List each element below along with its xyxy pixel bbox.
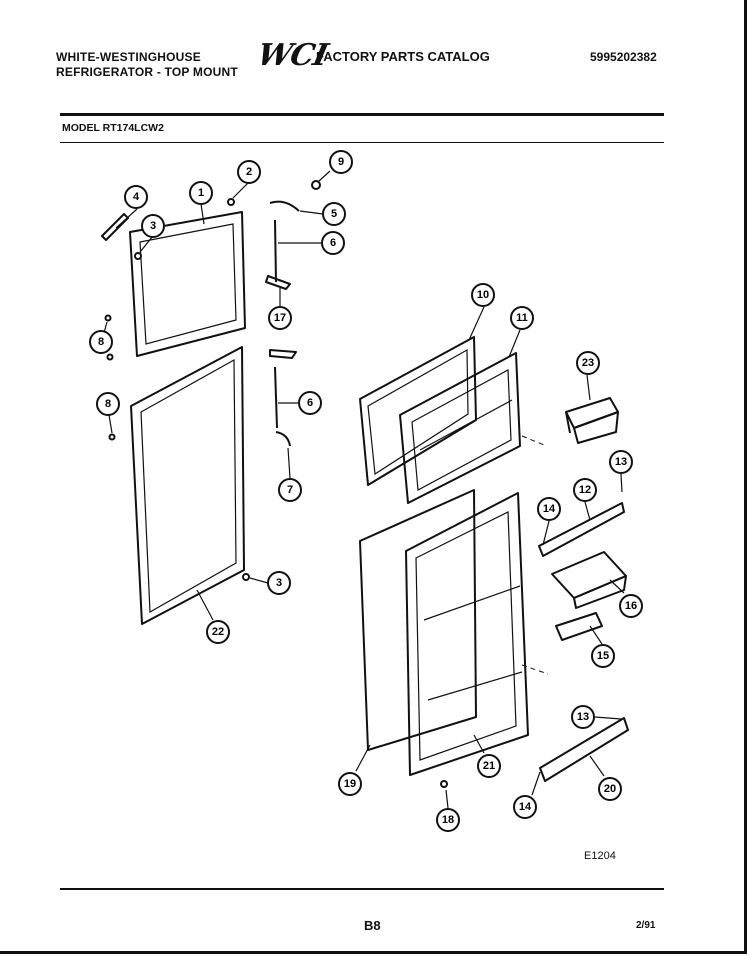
callout-13: 13: [609, 450, 633, 474]
svg-text:13: 13: [577, 711, 589, 723]
callout-6: 6: [321, 231, 345, 255]
fresh-food-gasket-part: [130, 346, 245, 625]
model-line: MODEL RT174LCW2: [62, 122, 164, 134]
callout-18: 18: [436, 808, 460, 832]
callout-14: 14: [537, 497, 561, 521]
callout-8: 8: [96, 392, 120, 416]
hinge-parts: [265, 200, 300, 447]
callout-13: 13: [571, 705, 595, 729]
brand-line: WHITE-WESTINGHOUSE: [56, 50, 201, 64]
callout-9: 9: [329, 150, 353, 174]
handle-trim-part: [101, 213, 129, 241]
svg-text:3: 3: [150, 220, 156, 232]
callout-1: 1: [189, 181, 213, 205]
svg-text:10: 10: [477, 289, 489, 301]
svg-text:19: 19: [344, 778, 356, 790]
callout-19: 19: [338, 772, 362, 796]
catalog-title: FACTORY PARTS CATALOG: [316, 49, 490, 64]
callout-3: 3: [141, 214, 165, 238]
svg-text:18: 18: [442, 814, 454, 826]
doc-number: 5995202382: [590, 50, 657, 64]
callout-11: 11: [510, 306, 534, 330]
header-product-info: WHITE-WESTINGHOUSE REFRIGERATOR - TOP MO…: [56, 50, 238, 80]
callout-14: 14: [513, 795, 537, 819]
svg-text:21: 21: [483, 760, 495, 772]
freezer-outer-panel-part: [359, 336, 477, 486]
svg-text:17: 17: [274, 312, 286, 324]
svg-text:14: 14: [519, 801, 532, 813]
svg-text:9: 9: [338, 156, 344, 168]
footer-rule: [60, 888, 664, 890]
svg-text:5: 5: [331, 208, 337, 220]
callout-8: 8: [89, 330, 113, 354]
svg-text:3: 3: [276, 577, 282, 589]
svg-text:8: 8: [105, 398, 111, 410]
callout-10: 10: [471, 283, 495, 307]
door-shelf-upper-part: [538, 502, 625, 557]
callout-16: 16: [619, 594, 643, 618]
callout-22: 22: [206, 620, 230, 644]
callout-5: 5: [322, 202, 346, 226]
svg-text:7: 7: [287, 484, 293, 496]
callout-15: 15: [591, 644, 615, 668]
catalog-date: 2/91: [636, 920, 656, 931]
dairy-compartment-part: [551, 551, 627, 609]
callout-4: 4: [124, 185, 148, 209]
product-line: REFRIGERATOR - TOP MOUNT: [56, 65, 238, 79]
model-rule: [60, 142, 664, 143]
svg-text:15: 15: [597, 650, 609, 662]
svg-text:16: 16: [625, 600, 637, 612]
svg-text:12: 12: [579, 484, 591, 496]
svg-text:13: 13: [615, 456, 627, 468]
freezer-liner-part: [399, 352, 521, 504]
svg-text:22: 22: [212, 626, 224, 638]
freezer-gasket-part: [129, 211, 246, 357]
svg-text:14: 14: [543, 503, 556, 515]
leader-lines: [101, 170, 625, 809]
svg-text:2: 2: [246, 166, 252, 178]
callout-21: 21: [477, 754, 501, 778]
svg-text:4: 4: [133, 191, 140, 203]
page-number: B8: [364, 918, 381, 933]
svg-text:1: 1: [198, 187, 204, 199]
svg-text:8: 8: [98, 336, 104, 348]
callout-23: 23: [576, 351, 600, 375]
callout-3: 3: [267, 571, 291, 595]
header-rule: [60, 113, 664, 116]
callout-2: 2: [237, 160, 261, 184]
svg-text:6: 6: [330, 237, 336, 249]
svg-text:11: 11: [516, 312, 528, 324]
figure-code: E1204: [584, 850, 616, 862]
egg-tray-part: [555, 612, 603, 641]
callout-12: 12: [573, 478, 597, 502]
door-shelf-lower-part: [539, 717, 629, 782]
fresh-food-outer-door-part: [359, 489, 477, 751]
callout-17: 17: [268, 306, 292, 330]
svg-text:23: 23: [582, 357, 594, 369]
svg-text:20: 20: [604, 783, 616, 795]
callout-6: 6: [298, 391, 322, 415]
screw-parts: [104, 180, 448, 788]
bin-part: [565, 397, 619, 444]
fresh-food-liner-part: [405, 492, 529, 776]
callout-20: 20: [598, 777, 622, 801]
callout-7: 7: [278, 478, 302, 502]
svg-text:6: 6: [307, 397, 313, 409]
